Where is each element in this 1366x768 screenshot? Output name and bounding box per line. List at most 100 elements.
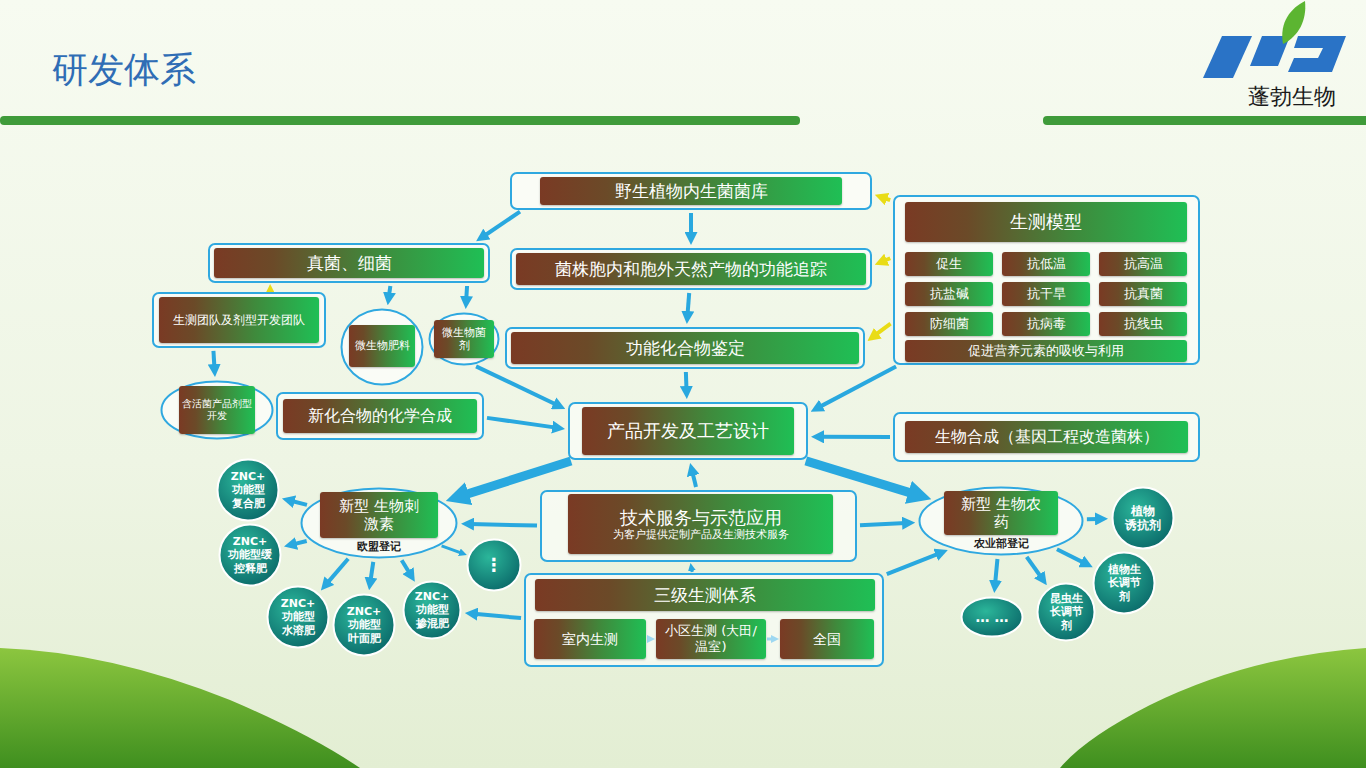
flow-arrow	[291, 501, 307, 505]
circle-node: ⋮	[466, 538, 522, 592]
node-label: 技术服务与示范应用	[620, 507, 782, 529]
node-label: 生物合成（基因工程改造菌株）	[935, 427, 1159, 446]
node-label: ⋮	[485, 554, 503, 576]
node-label: 植物 诱抗剂	[1123, 504, 1163, 533]
node-label: 含活菌产品剂型开发	[182, 398, 252, 422]
circle-node: 植物 诱抗剂	[1111, 486, 1175, 550]
node-label: 抗病毒	[1027, 316, 1066, 332]
process-box: 抗线虫	[1099, 312, 1187, 336]
gradient-label-bar: 微生物菌剂	[434, 320, 494, 358]
node-label: 抗线虫	[1124, 316, 1163, 332]
registration-note: 欧盟登记	[300, 538, 458, 556]
node-label: 生测模型	[1010, 211, 1082, 233]
flow-arrow	[875, 324, 891, 336]
node-sublabel: 欧盟登记	[357, 540, 401, 553]
process-box: 室内生测	[534, 619, 646, 659]
gradient-label-bar: 菌株胞内和胞外天然产物的功能追踪	[516, 253, 866, 285]
panel-header: 生测模型	[905, 202, 1187, 242]
flow-arrow	[1027, 557, 1042, 578]
node-label: 菌株胞内和胞外天然产物的功能追踪	[555, 259, 827, 279]
circle-content: 植物 诱抗剂	[1111, 486, 1175, 550]
node-label: 微生物肥料	[355, 339, 410, 352]
process-box: 技术服务与示范应用为客户提供定制产品及生测技术服务	[540, 490, 857, 562]
node-label: 促生	[936, 256, 962, 272]
node-sublabel: 为客户提供定制产品及生测技术服务	[613, 528, 789, 541]
process-box: 全国	[780, 619, 874, 659]
flow-arrow	[402, 560, 410, 574]
circle-content: ZNC+ 功能型 掺混肥	[402, 580, 462, 640]
process-box: 真菌、细菌	[208, 243, 490, 283]
node-label: 促进营养元素的吸收与利用	[968, 343, 1124, 359]
node-label: 产品开发及工艺设计	[607, 420, 769, 442]
registration-note: 农业部登记	[918, 535, 1084, 553]
gradient-label-bar: 新化合物的化学合成	[283, 399, 477, 433]
gradient-label-bar: 产品开发及工艺设计	[582, 407, 794, 455]
node-label: ZNC+ 功能型 复合肥	[225, 470, 271, 510]
node-label: ZNC+ 功能型 叶面肥	[341, 605, 387, 645]
node-label: ZNC+ 功能型 掺混肥	[409, 590, 455, 630]
flow-arrow	[474, 614, 521, 618]
circle-content: 植物生 长调节 剂	[1092, 551, 1156, 615]
node-label: 抗干旱	[1027, 286, 1066, 302]
flow-arrow	[293, 541, 307, 544]
process-box: 促进营养元素的吸收与利用	[905, 340, 1187, 362]
logo-text: 蓬勃生物	[1248, 82, 1336, 112]
slide-title: 研发体系	[52, 46, 196, 95]
flow-arrow	[470, 524, 537, 526]
process-box: 抗盐碱	[905, 282, 993, 306]
node-label: 全国	[813, 631, 841, 648]
node-label: 功能化合物鉴定	[626, 338, 745, 358]
gradient-label-bar: 含活菌产品剂型开发	[179, 386, 255, 434]
process-box: 防细菌	[905, 312, 993, 336]
flow-arrow	[1057, 549, 1085, 563]
flow-arrow	[883, 198, 890, 200]
node-label: 生测团队及剂型开发团队	[173, 313, 305, 327]
node-label: 植物生 长调节 剂	[1104, 563, 1144, 603]
panel-header: 三级生测体系	[535, 579, 875, 611]
flow-arrow	[487, 418, 556, 428]
circle-node: … …	[960, 596, 1024, 638]
flow-arrow	[887, 553, 940, 574]
header-bar	[0, 116, 800, 125]
ellipse-node: 新型 生物农药农业部登记	[918, 486, 1084, 556]
process-box: 抗病毒	[1002, 312, 1090, 336]
node-label: 防细菌	[930, 316, 969, 332]
circle-node: ZNC+ 功能型缓 控释肥	[218, 523, 282, 587]
process-box: 野生植物内生菌菌库	[510, 172, 872, 210]
flow-arrow	[689, 213, 693, 236]
process-box: 抗低温	[1002, 252, 1090, 276]
flow-arrow	[484, 212, 520, 237]
gradient-label-bar: 真菌、细菌	[214, 248, 484, 278]
flow-arrow	[692, 472, 696, 487]
process-box: 抗干旱	[1002, 282, 1090, 306]
gradient-label-bar: 新型 生物农药	[944, 491, 1058, 535]
node-label: 抗真菌	[1124, 286, 1163, 302]
circle-content: ZNC+ 功能型 复合肥	[216, 458, 280, 522]
node-sublabel: 农业部登记	[974, 537, 1029, 550]
node-label: ZNC+ 功能型 水溶肥	[275, 597, 321, 637]
node-label: 新型 生物农药	[956, 495, 1046, 531]
process-box: 功能化合物鉴定	[505, 327, 865, 369]
node-label: 新化合物的化学合成	[308, 406, 452, 425]
circle-content: ZNC+ 功能型 叶面肥	[332, 593, 396, 657]
gradient-label-bar: 生物合成（基因工程改造菌株）	[905, 421, 1188, 453]
flow-arrow	[213, 351, 214, 368]
node-label: 抗低温	[1027, 256, 1066, 272]
gradient-label-bar: 新型 生物刺激素	[320, 492, 438, 538]
node-label: 小区生测 (大田/温室)	[663, 623, 759, 654]
node-label: 野生植物内生菌菌库	[615, 181, 768, 201]
process-box: 抗高温	[1099, 252, 1187, 276]
process-box: 促生	[905, 252, 993, 276]
flow-arrow	[860, 523, 906, 525]
node-label: ZNC+ 功能型缓 控释肥	[227, 535, 273, 575]
header-bar	[1043, 116, 1366, 125]
panel-box: 生测模型促生 抗低温 抗高温抗盐碱 抗干旱 抗真菌防细菌 抗病毒 抗线虫促进营养元素的吸收与…	[893, 195, 1200, 365]
ellipse-node: 微生物肥料	[340, 308, 424, 386]
node-label: 微生物菌剂	[437, 326, 491, 352]
gradient-label-bar: 野生植物内生菌菌库	[540, 177, 842, 205]
ellipse-node: 新型 生物刺激素欧盟登记	[300, 487, 458, 559]
flow-arrow	[688, 293, 690, 315]
circle-node: 昆虫生 长调节 剂	[1036, 582, 1096, 642]
process-box: 菌株胞内和胞外天然产物的功能追踪	[510, 248, 872, 290]
process-box: 小区生测 (大田/温室)	[656, 619, 766, 659]
